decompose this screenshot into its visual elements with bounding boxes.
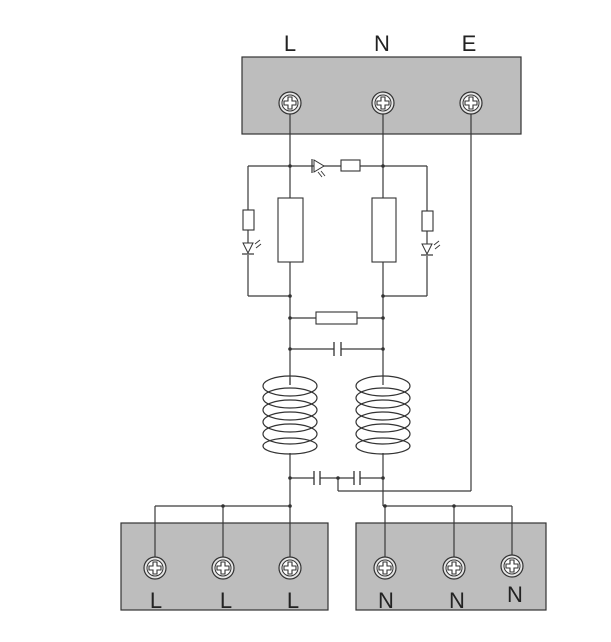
led-icon	[421, 240, 441, 256]
screw-terminal-icon	[371, 91, 395, 115]
input-label-l: L	[284, 31, 296, 56]
screw-terminal-icon	[278, 91, 302, 115]
output-left-label-3: L	[287, 588, 299, 613]
resistor-icon	[242, 209, 255, 231]
screw-terminal-icon	[278, 556, 302, 580]
fuse-icon	[277, 197, 304, 263]
capacitor-icon	[333, 342, 342, 356]
output-left-label-2: L	[220, 588, 232, 613]
input-label-n: N	[374, 31, 390, 56]
output-right-label-3: N	[507, 582, 523, 607]
resistor-icon	[315, 311, 358, 325]
inductor-coil-icon	[355, 375, 411, 455]
screw-terminal-icon	[373, 556, 397, 580]
diode-icon	[311, 159, 326, 178]
led-icon	[242, 239, 262, 255]
input-label-e: E	[462, 31, 477, 56]
fuse-icon	[371, 197, 397, 263]
capacitor-icon	[313, 471, 321, 485]
capacitor-icon	[353, 471, 361, 485]
inductor-coil-icon	[262, 375, 318, 455]
output-right-label-2: N	[449, 588, 465, 613]
screw-terminal-icon	[459, 91, 483, 115]
resistor-icon	[340, 159, 361, 172]
output-left-label-1: L	[150, 588, 162, 613]
screw-terminals	[143, 91, 524, 580]
resistor-icon	[421, 210, 434, 232]
output-right-label-1: N	[378, 588, 394, 613]
screw-terminal-icon	[211, 556, 235, 580]
components	[242, 159, 441, 485]
input-terminal-block: L N E	[241, 31, 522, 135]
wiring	[154, 103, 513, 568]
screw-terminal-icon	[143, 556, 167, 580]
screw-terminal-icon	[500, 554, 524, 578]
screw-terminal-icon	[442, 556, 466, 580]
